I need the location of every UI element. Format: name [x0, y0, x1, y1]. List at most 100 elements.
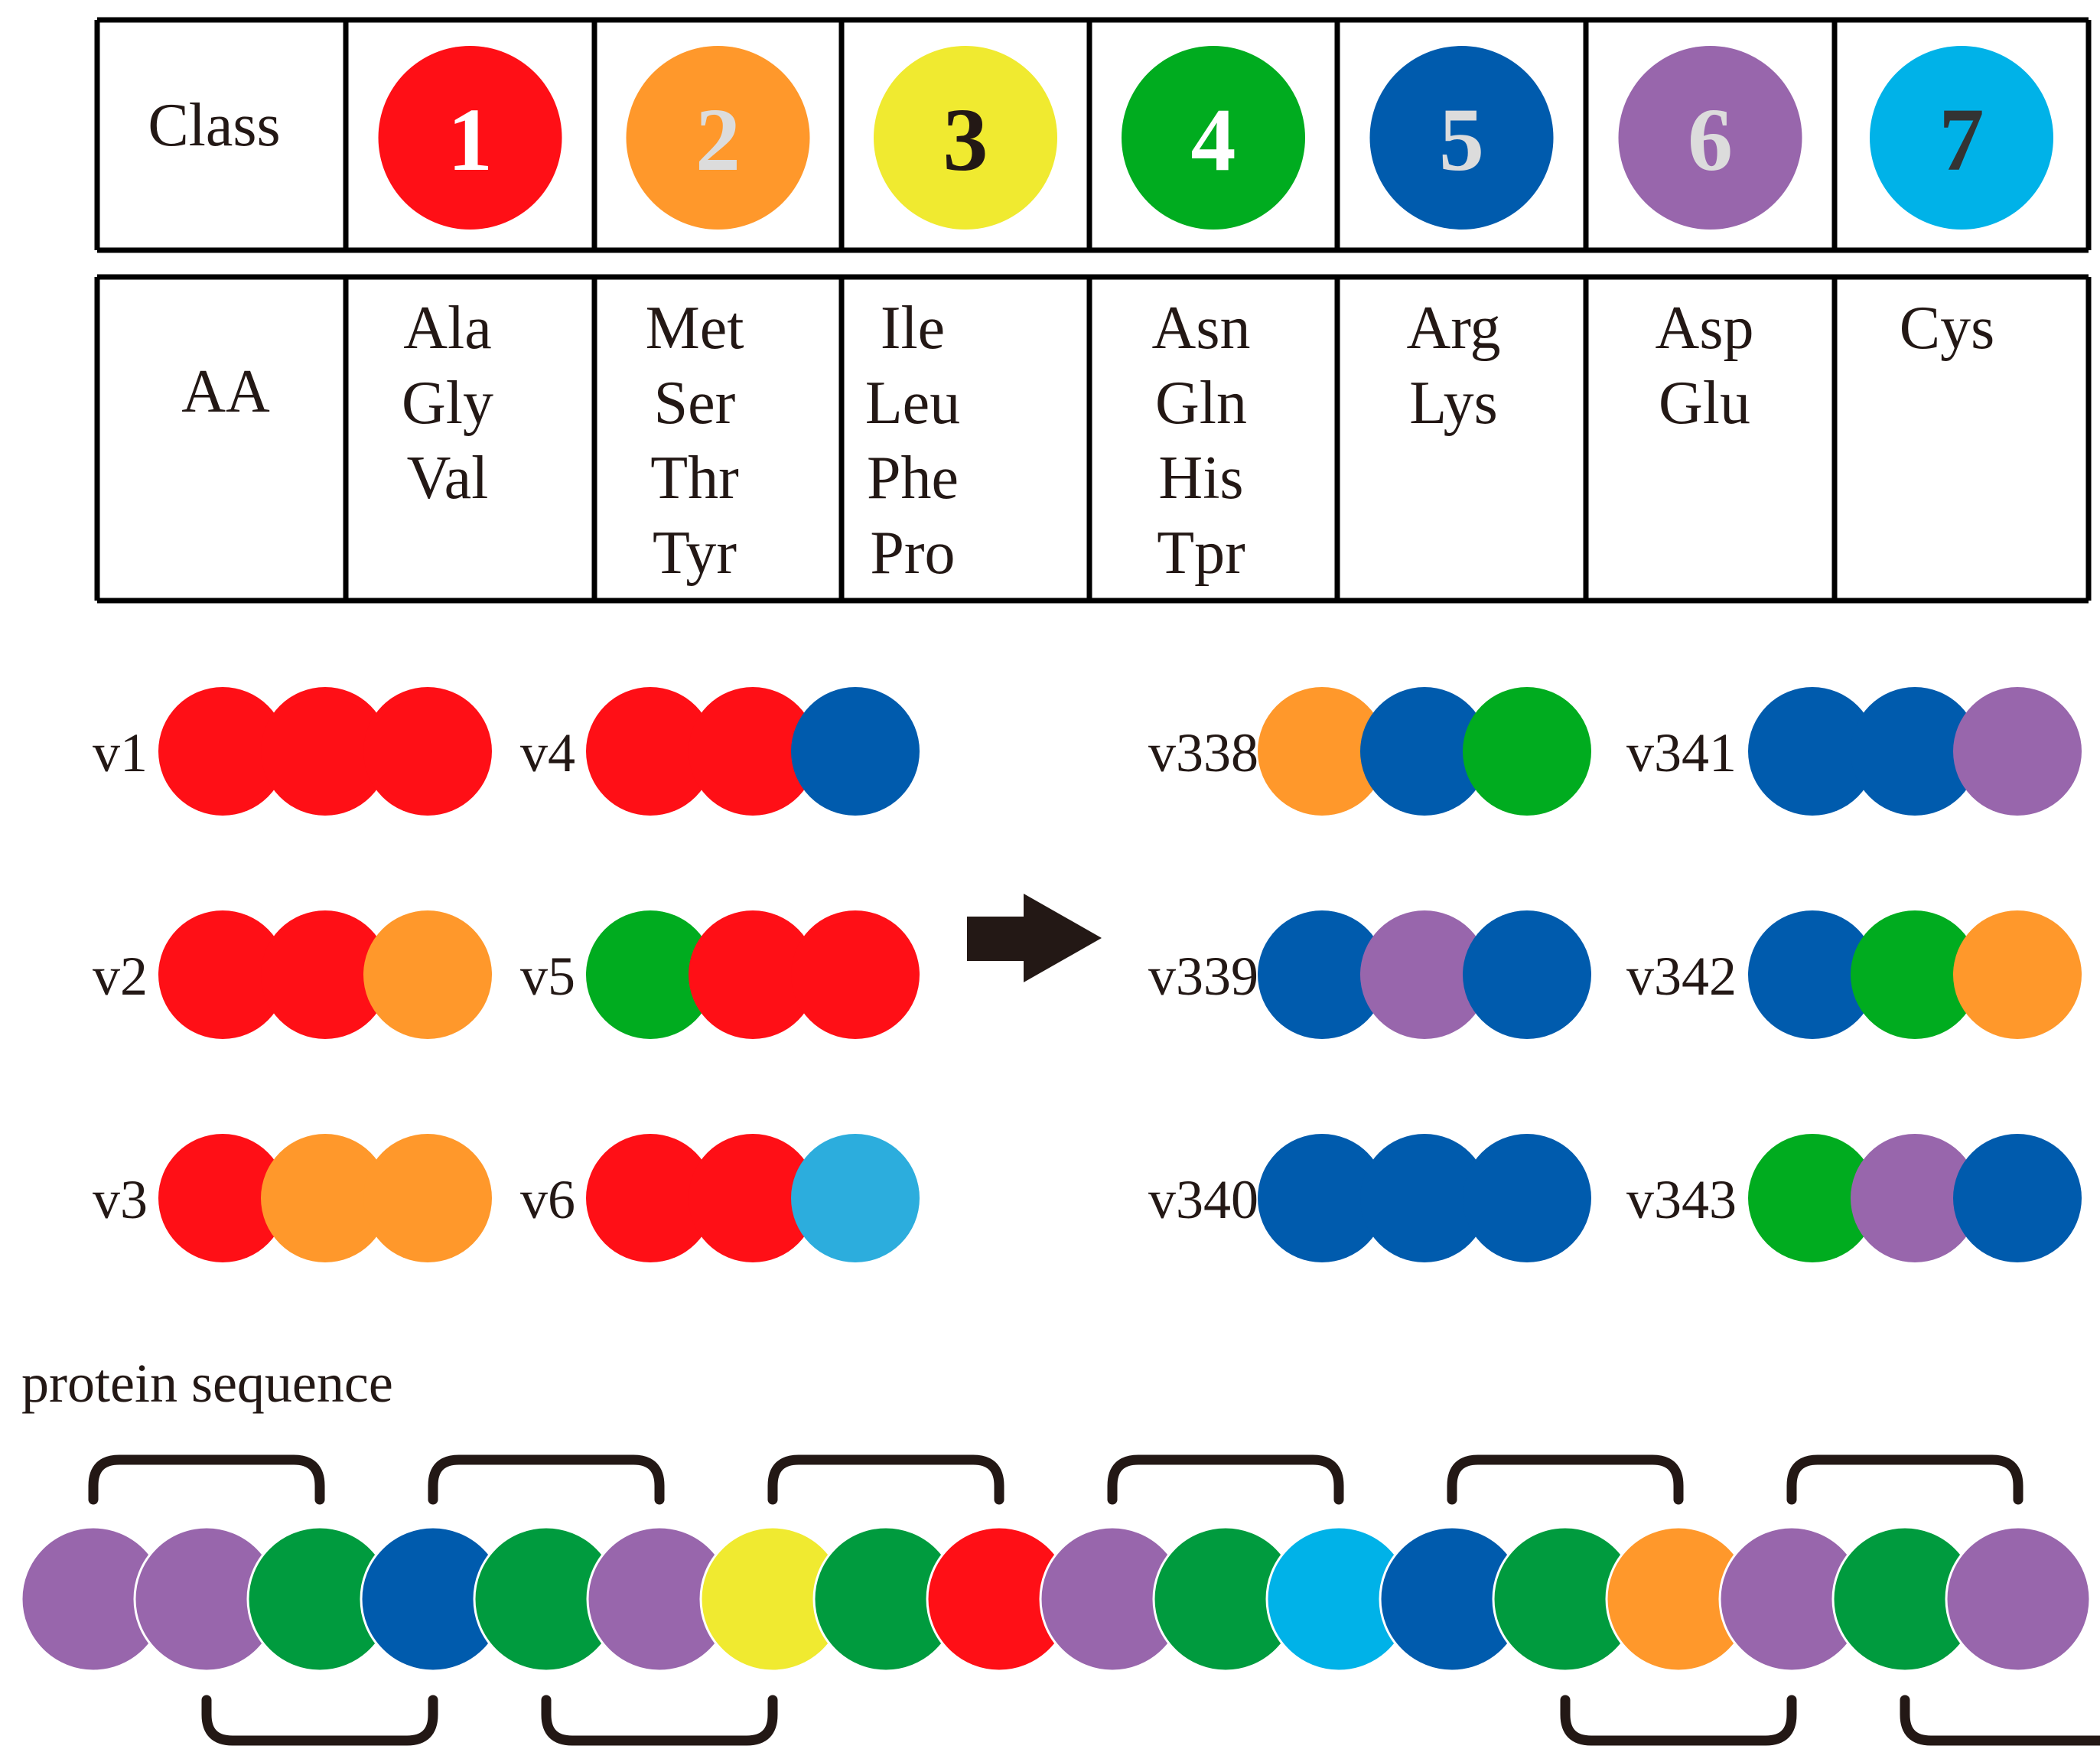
triplet-bracket-top	[767, 1454, 1004, 1505]
aa-column-7: Cys	[1900, 295, 1995, 362]
triplet-circle	[158, 687, 287, 816]
amino-acid-label: Gln	[1155, 370, 1247, 437]
class-circle	[626, 46, 810, 230]
vector-v342: v342	[1626, 910, 2082, 1039]
vector-v341: v341	[1626, 687, 2082, 816]
amino-acid-label: Met	[646, 295, 744, 362]
class-circle	[1618, 46, 1802, 230]
triplet-bracket-top	[428, 1454, 665, 1505]
vector-label: v338	[1148, 722, 1258, 783]
amino-acid-label: Thr	[650, 445, 739, 512]
amino-acid-label: Glu	[1659, 370, 1750, 437]
triplet-circle	[261, 687, 389, 816]
triplet-circle	[1258, 1134, 1386, 1262]
right-arrow-icon	[967, 894, 1102, 982]
triplet-circle	[1360, 910, 1489, 1039]
triplet-bracket-top	[1447, 1454, 1684, 1505]
class-number: 5	[1439, 90, 1484, 190]
vector-v339: v339	[1148, 910, 1591, 1039]
triplet-circle	[363, 910, 492, 1039]
vector-v1: v1	[93, 687, 492, 816]
triplet-bracket-top	[1107, 1454, 1344, 1505]
amino-acid-label: Ser	[654, 370, 736, 437]
vector-label: v6	[520, 1169, 575, 1230]
vector-v3: v3	[93, 1134, 492, 1262]
class-number: 1	[448, 90, 493, 190]
triplet-circle	[1463, 687, 1591, 816]
class-number: 4	[1191, 90, 1236, 190]
triplet-vectors: v1 v2 v3 v4 v5 v6 v338 v339 v340 v341 v342 v343	[93, 687, 2082, 1262]
transition-arrow	[967, 894, 1102, 982]
amino-acid-label: Phe	[867, 445, 959, 512]
triplet-circle	[1258, 687, 1386, 816]
triplet-bracket-top	[88, 1454, 325, 1505]
vector-v6: v6	[520, 1134, 920, 1262]
triplet-circle	[791, 910, 920, 1039]
triplet-circle	[586, 1134, 715, 1262]
triplet-circle	[1953, 910, 2082, 1039]
class-number: 7	[1939, 90, 1984, 190]
triplet-circle	[586, 910, 715, 1039]
triplet-circle	[1748, 910, 1877, 1039]
vector-label: v343	[1626, 1169, 1737, 1230]
amino-acid-label: Arg	[1407, 295, 1501, 362]
triplet-circle	[1851, 1134, 1979, 1262]
triplet-bracket-bottom	[541, 1695, 778, 1746]
amino-acid-label: Ala	[403, 295, 492, 362]
protein-sequence: protein sequence	[20, 1353, 2100, 1746]
vector-label: v5	[520, 946, 575, 1007]
vector-label: v4	[520, 722, 575, 783]
class-cell-3: 3	[874, 46, 1057, 230]
class-cell-6: 6	[1618, 46, 1802, 230]
triplet-circle	[363, 687, 492, 816]
vector-label: v3	[93, 1169, 148, 1230]
amino-acid-label: Cys	[1900, 295, 1995, 362]
amino-acid-label: Tpr	[1157, 519, 1245, 587]
triplet-circle	[1748, 1134, 1877, 1262]
class-circle	[1122, 46, 1305, 230]
class-number: 6	[1688, 90, 1733, 190]
class-number: 3	[943, 90, 988, 190]
vector-v2: v2	[93, 910, 492, 1039]
amino-acid-label: Lys	[1409, 370, 1498, 437]
triplet-circle	[1953, 687, 2082, 816]
vector-v343: v343	[1626, 1134, 2082, 1262]
vector-v340: v340	[1148, 1134, 1591, 1262]
amino-acid-label: Tyr	[653, 519, 737, 587]
class-header-label: Class	[148, 92, 280, 159]
triplet-circle	[586, 687, 715, 816]
triplet-circle	[689, 687, 817, 816]
amino-acid-label: Ile	[881, 295, 945, 362]
triplet-circle	[689, 1134, 817, 1262]
triplet-circle	[1463, 910, 1591, 1039]
triplet-circle	[1360, 1134, 1489, 1262]
amino-acid-label: Val	[407, 445, 489, 512]
vector-v338: v338	[1148, 687, 1591, 816]
triplet-circle	[158, 1134, 287, 1262]
amino-acid-label: Gly	[402, 370, 493, 437]
amino-acid-label: Pro	[870, 519, 955, 587]
class-circle	[1369, 46, 1554, 230]
vector-label: v2	[93, 946, 148, 1007]
triplet-circle	[261, 1134, 389, 1262]
residue-circle	[1945, 1526, 2092, 1672]
triplet-circle	[791, 1134, 920, 1262]
triplet-circle	[363, 1134, 492, 1262]
class-circle	[378, 46, 562, 230]
triplet-bracket-bottom	[1560, 1695, 1797, 1746]
triplet-circle	[1851, 687, 1979, 816]
class-cell-4: 4	[1122, 46, 1305, 230]
class-cell-2: 2	[626, 46, 810, 230]
triplet-circle	[158, 910, 287, 1039]
amino-acid-label: Leu	[865, 370, 960, 437]
triplet-circle	[1953, 1134, 2082, 1262]
triplet-circle	[1360, 687, 1489, 816]
triplet-bracket-top	[1786, 1454, 2023, 1505]
class-circle	[874, 46, 1057, 230]
